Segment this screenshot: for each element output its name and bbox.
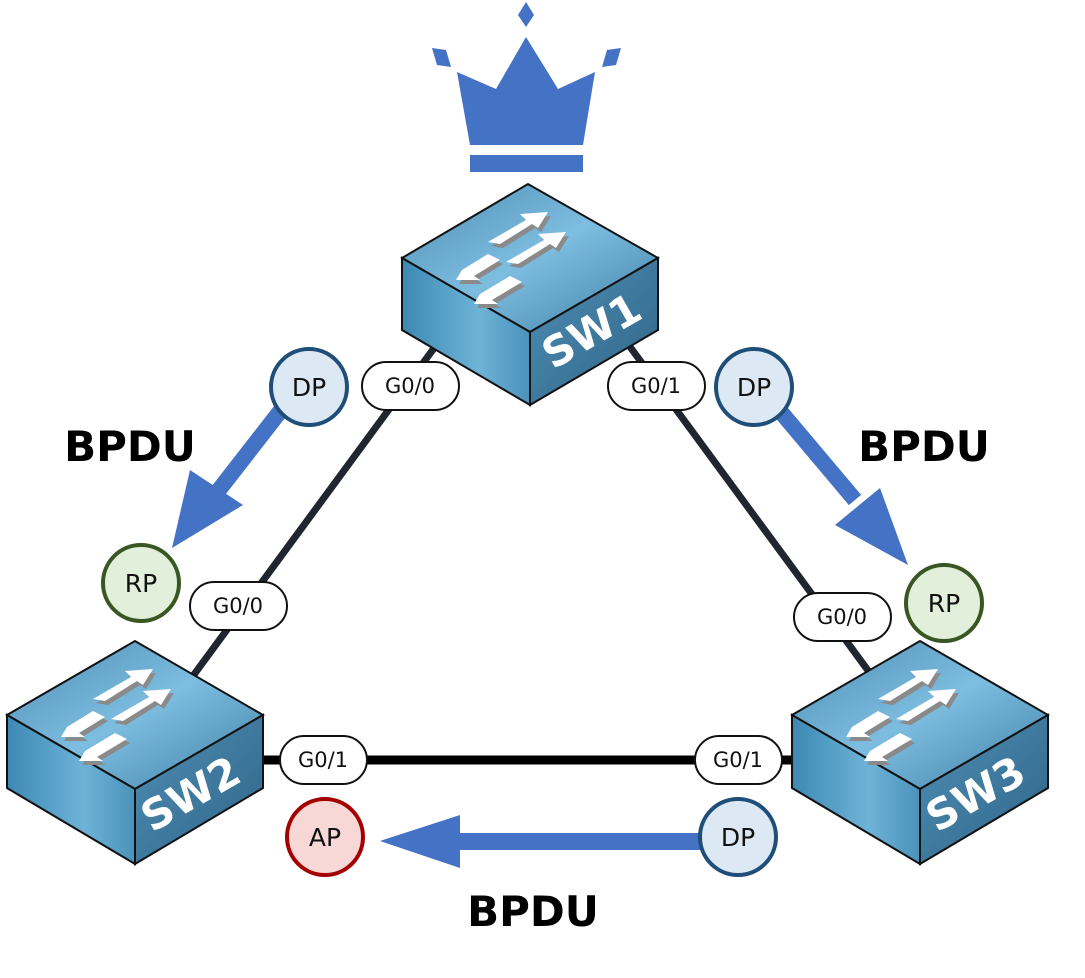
svg-text:RP: RP (928, 589, 960, 618)
port-role-sw1-g00: DP (269, 347, 349, 427)
port-role-sw2-g01: AP (285, 797, 365, 877)
bpdu-arrow-bottom (380, 815, 700, 868)
svg-text:G0/1: G0/1 (631, 374, 681, 398)
port-label-sw2-g00: G0/0 (189, 581, 288, 631)
bpdu-label-bottom: BPDU (467, 887, 599, 936)
port-role-sw3-g00: RP (904, 563, 984, 643)
switch-sw1[interactable]: SW1 (400, 182, 661, 407)
svg-text:G0/1: G0/1 (713, 748, 763, 772)
svg-text:G0/1: G0/1 (298, 748, 348, 772)
svg-text:AP: AP (309, 823, 341, 852)
switch-sw3[interactable]: SW3 (790, 639, 1050, 866)
port-label-sw2-g01: G0/1 (279, 735, 368, 785)
port-role-sw2-g00: RP (101, 543, 181, 623)
svg-text:G0/0: G0/0 (385, 374, 435, 398)
svg-text:DP: DP (292, 373, 326, 402)
bpdu-arrow-left (172, 400, 292, 548)
port-label-sw3-g00: G0/0 (793, 592, 892, 642)
port-label-sw1-g00: G0/0 (361, 361, 460, 411)
bpdu-label-left: BPDU (64, 422, 196, 471)
port-label-sw1-g01: G0/1 (607, 361, 706, 411)
switch-sw2[interactable]: SW2 (5, 639, 265, 866)
svg-text:RP: RP (125, 569, 157, 598)
bpdu-arrow-right (768, 399, 908, 565)
crown-icon (432, 2, 621, 172)
bpdu-label-right: BPDU (858, 422, 990, 471)
svg-text:DP: DP (721, 823, 755, 852)
svg-text:DP: DP (737, 373, 771, 402)
svg-text:G0/0: G0/0 (213, 594, 263, 618)
port-role-sw3-g01: DP (698, 797, 778, 877)
port-label-sw3-g01: G0/1 (694, 735, 783, 785)
bpdu-arrows (172, 399, 908, 868)
svg-text:G0/0: G0/0 (817, 605, 867, 629)
port-role-sw1-g01: DP (714, 347, 794, 427)
